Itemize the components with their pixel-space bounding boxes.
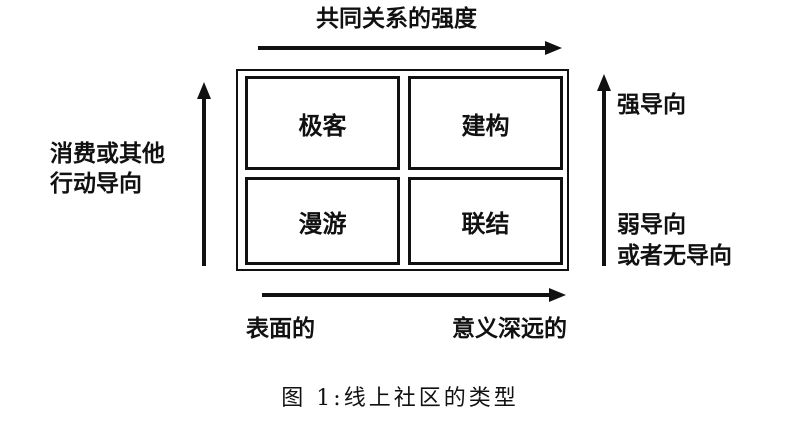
right-label-bottom-line1: 弱导向 <box>617 212 686 238</box>
top-arrow <box>258 41 562 55</box>
quadrant-frame <box>236 69 569 271</box>
right-label-top: 强导向 <box>617 92 686 118</box>
quadrant-top-left: 极客 <box>245 76 400 170</box>
right-label-bottom-line2: 或者无导向 <box>617 243 732 269</box>
quadrant-top-left-label: 极客 <box>298 111 347 140</box>
quadrant-bottom-right: 联结 <box>408 177 563 265</box>
left-axis-label-line2: 行动导向 <box>50 171 142 197</box>
quadrant-top-right-label: 建构 <box>461 111 510 140</box>
top-axis-label: 共同关系的强度 <box>316 6 477 32</box>
quadrant-bottom-right-label: 联结 <box>461 209 510 238</box>
quadrant-bottom-left: 漫游 <box>245 177 400 265</box>
bottom-arrow <box>262 288 566 302</box>
bottom-label-left: 表面的 <box>246 316 315 342</box>
left-axis-label-line1: 消费或其他 <box>50 141 165 167</box>
bottom-label-right: 意义深远的 <box>452 316 567 342</box>
left-arrow <box>197 82 211 266</box>
right-arrow <box>597 74 611 266</box>
figure-caption: 图 1:线上社区的类型 <box>281 386 519 411</box>
quadrant-top-right: 建构 <box>408 76 563 170</box>
quadrant-bottom-left-label: 漫游 <box>298 209 347 238</box>
